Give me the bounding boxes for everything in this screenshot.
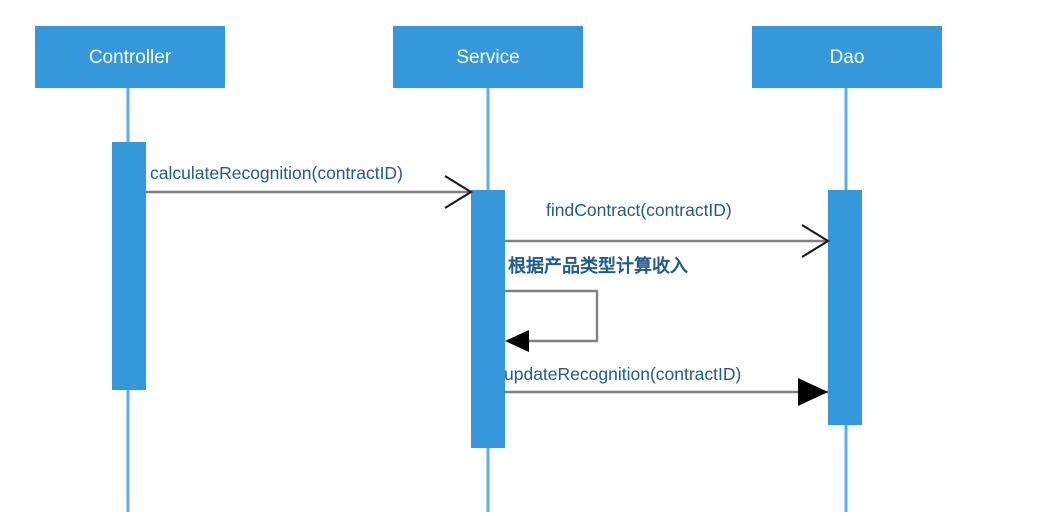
participant-label-dao: Dao xyxy=(830,47,865,68)
participant-box-rect-service[interactable] xyxy=(393,26,583,88)
participant-label-controller: Controller xyxy=(89,47,172,68)
activation-bar-dao xyxy=(828,190,862,425)
message-label-self-call: 根据产品类型计算收入 xyxy=(508,255,688,277)
message-line-self-call[interactable] xyxy=(505,289,599,343)
participant-boxes-layer: Controller Service Dao xyxy=(35,26,942,88)
participant-service[interactable]: Service xyxy=(393,26,583,88)
message-calculate-recognition[interactable]: calculateRecognition(contractID) xyxy=(146,163,474,209)
message-label-calculate-recognition: calculateRecognition(contractID) xyxy=(150,163,403,183)
participant-controller[interactable]: Controller xyxy=(35,26,225,88)
activation-bars-layer xyxy=(112,142,862,448)
arrowhead-open-icon-find-contract xyxy=(801,224,831,258)
participant-box-rect-controller[interactable] xyxy=(35,26,225,88)
arrowhead-solid-icon-update-recognition xyxy=(798,378,828,406)
message-find-contract[interactable]: findContract(contractID) xyxy=(505,200,831,258)
participant-box-rect-dao[interactable] xyxy=(752,26,942,88)
message-update-recognition[interactable]: updateRecognition(contractID) xyxy=(504,364,828,406)
message-label-find-contract: findContract(contractID) xyxy=(546,200,732,220)
message-self-call-calculate-revenue[interactable]: 根据产品类型计算收入 xyxy=(505,255,688,352)
activation-bar-service xyxy=(471,190,505,448)
message-label-update-recognition: updateRecognition(contractID) xyxy=(504,364,741,384)
arrowhead-solid-icon-self-call xyxy=(505,330,529,352)
participant-dao[interactable]: Dao xyxy=(752,26,942,88)
activation-bar-controller xyxy=(112,142,146,390)
participant-label-service: Service xyxy=(456,47,519,68)
arrowhead-open-icon-calculate-recognition xyxy=(444,175,474,209)
